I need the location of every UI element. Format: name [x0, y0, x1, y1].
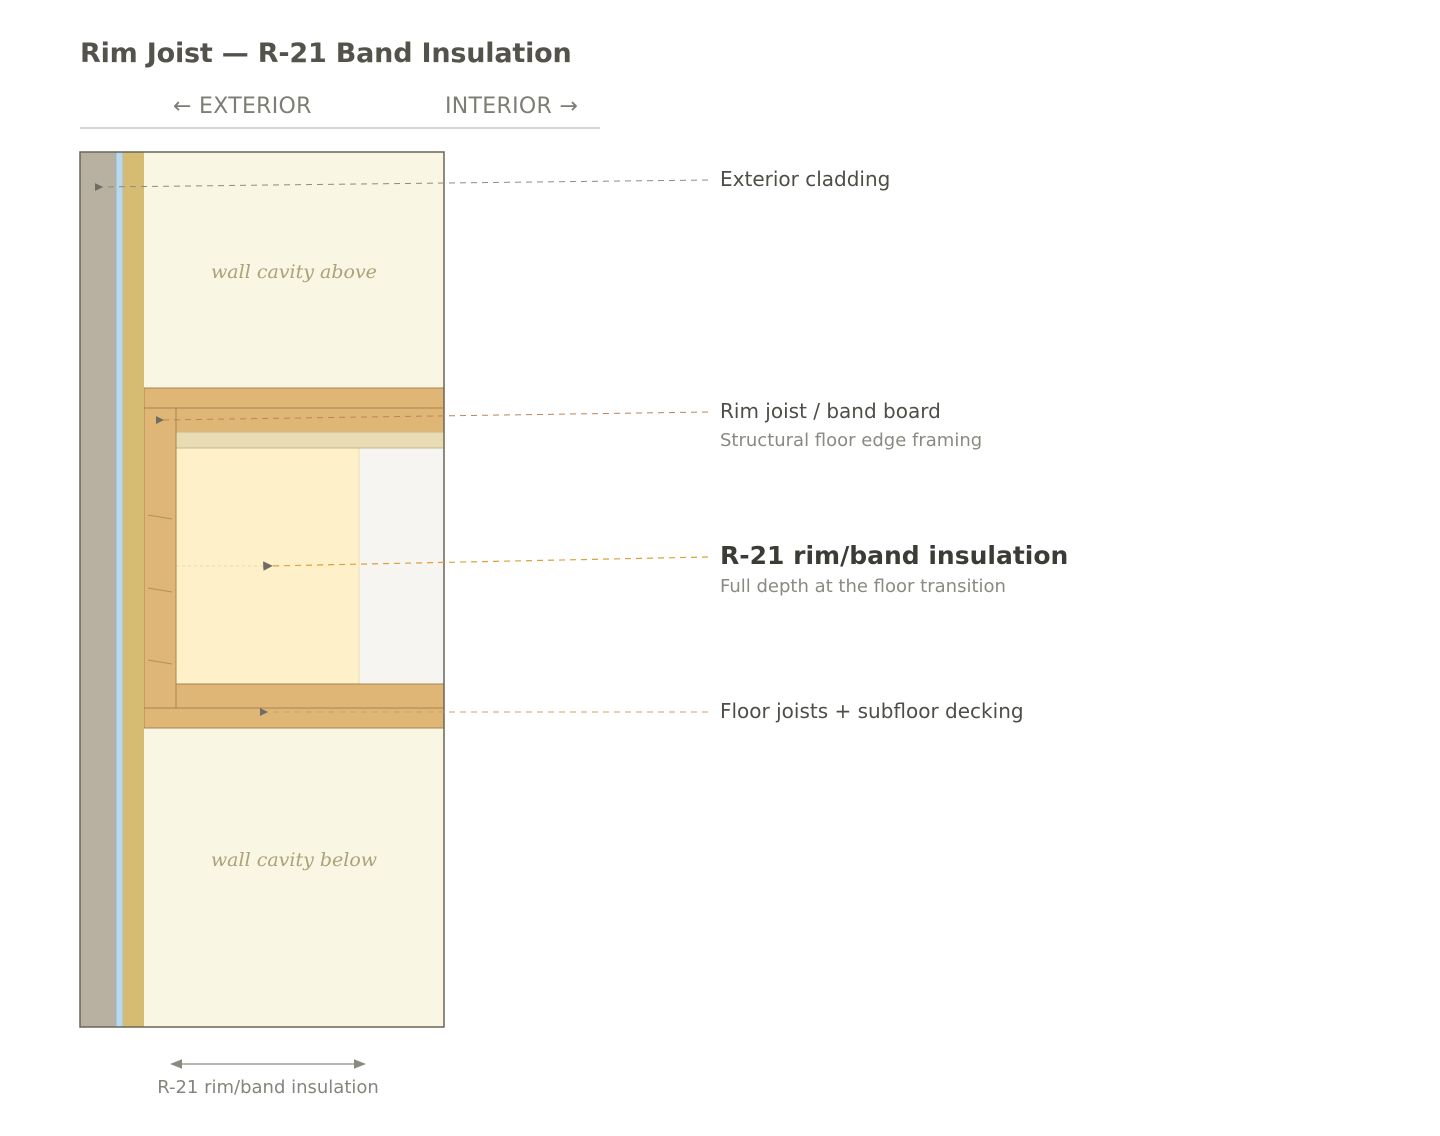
- wall-cavity-below-label: wall cavity below: [210, 849, 378, 871]
- exterior-cladding: [80, 152, 116, 1027]
- sheathing: [123, 152, 144, 1027]
- callout-label: R-21 rim/band insulation: [720, 541, 1069, 570]
- callout-label: Floor joists + subfloor decking: [720, 699, 1024, 723]
- callout-rim-joist: Rim joist / band board Structural floor …: [720, 399, 982, 451]
- weather-barrier: [115, 151, 124, 1028]
- callout-label: Rim joist / band board: [720, 399, 941, 423]
- rim-joist: [143, 407, 177, 709]
- interior-direction-label: INTERIOR →: [445, 94, 579, 119]
- wall-cavity-above-label: wall cavity above: [211, 261, 377, 283]
- callout-sublabel: Structural floor edge framing: [720, 430, 983, 451]
- section-outline: [79, 151, 445, 1028]
- exterior-direction-label: ← EXTERIOR: [173, 94, 312, 119]
- rim-joist-grain: [147, 514, 173, 665]
- callout-label: Exterior cladding: [720, 167, 891, 191]
- subfloor-top: [175, 407, 445, 433]
- callout-floor-joists: Floor joists + subfloor decking: [720, 699, 1024, 723]
- rim-leader: [155, 411, 709, 425]
- cladding-leader: [94, 179, 709, 192]
- insulation-leader: [263, 556, 709, 571]
- upper-plate: [143, 387, 445, 409]
- page-title: Rim Joist — R-21 Band Insulation: [80, 38, 572, 69]
- interior-space: [359, 448, 444, 684]
- dimension-label: R-21 rim/band insulation: [157, 1077, 379, 1098]
- header-divider: [80, 127, 600, 129]
- sill-plate: [143, 707, 445, 729]
- floor-joist: [175, 683, 445, 709]
- callout-rim-insulation: R-21 rim/band insulation Full depth at t…: [720, 541, 1068, 597]
- subfloor-decking: [175, 431, 445, 449]
- callout-exterior-cladding: Exterior cladding: [720, 167, 890, 191]
- callout-sublabel: Full depth at the floor transition: [720, 576, 1006, 597]
